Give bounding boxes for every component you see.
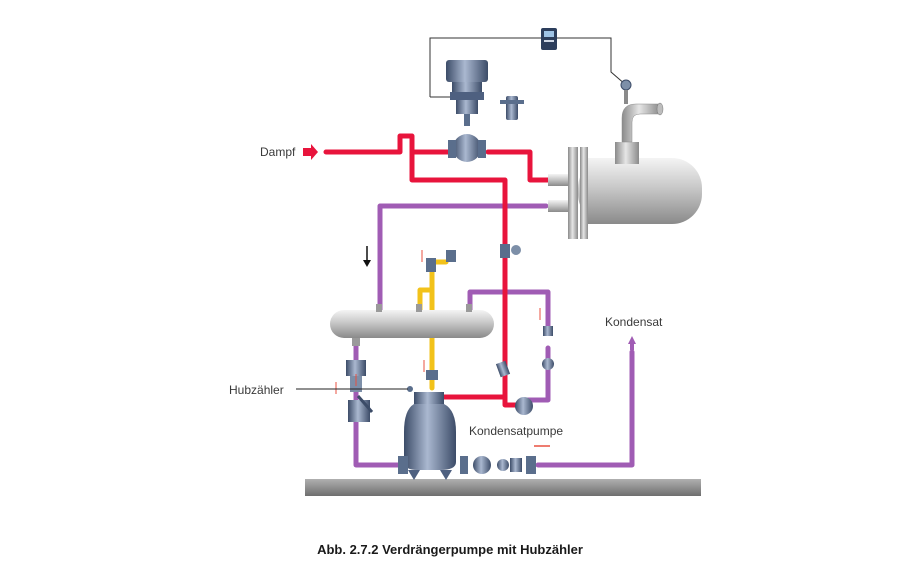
inlet-valve-assembly [346,360,374,422]
condensate-pump-body [404,386,456,480]
figure-caption: Abb. 2.7.2 Verdrängerpumpe mit Hubzähler [317,542,583,557]
label-steam: Dampf [260,145,296,159]
label-condensate: Kondensat [605,315,663,329]
condensate-arrow-stem [630,344,634,350]
label-condensate-pump: Kondensatpumpe [469,424,564,438]
down-arrow-icon [363,246,371,267]
condensate-receiver [330,304,494,346]
control-wiring [429,37,627,98]
floor [305,479,701,496]
label-stroke-counter: Hubzähler [229,383,284,397]
condensate-outlet-arrow [628,336,636,344]
heat-exchanger [548,102,702,239]
bottom-valves [398,456,536,474]
control-valve [446,60,524,162]
indicator-ticks [335,250,550,447]
steam-trap [495,360,533,415]
purple-line-fittings [542,326,554,370]
steam-lines [323,133,551,408]
manual-valves [426,244,521,380]
controller-icon [541,28,557,50]
temperature-sensor [620,79,632,104]
steam-inlet-arrow [303,144,318,160]
